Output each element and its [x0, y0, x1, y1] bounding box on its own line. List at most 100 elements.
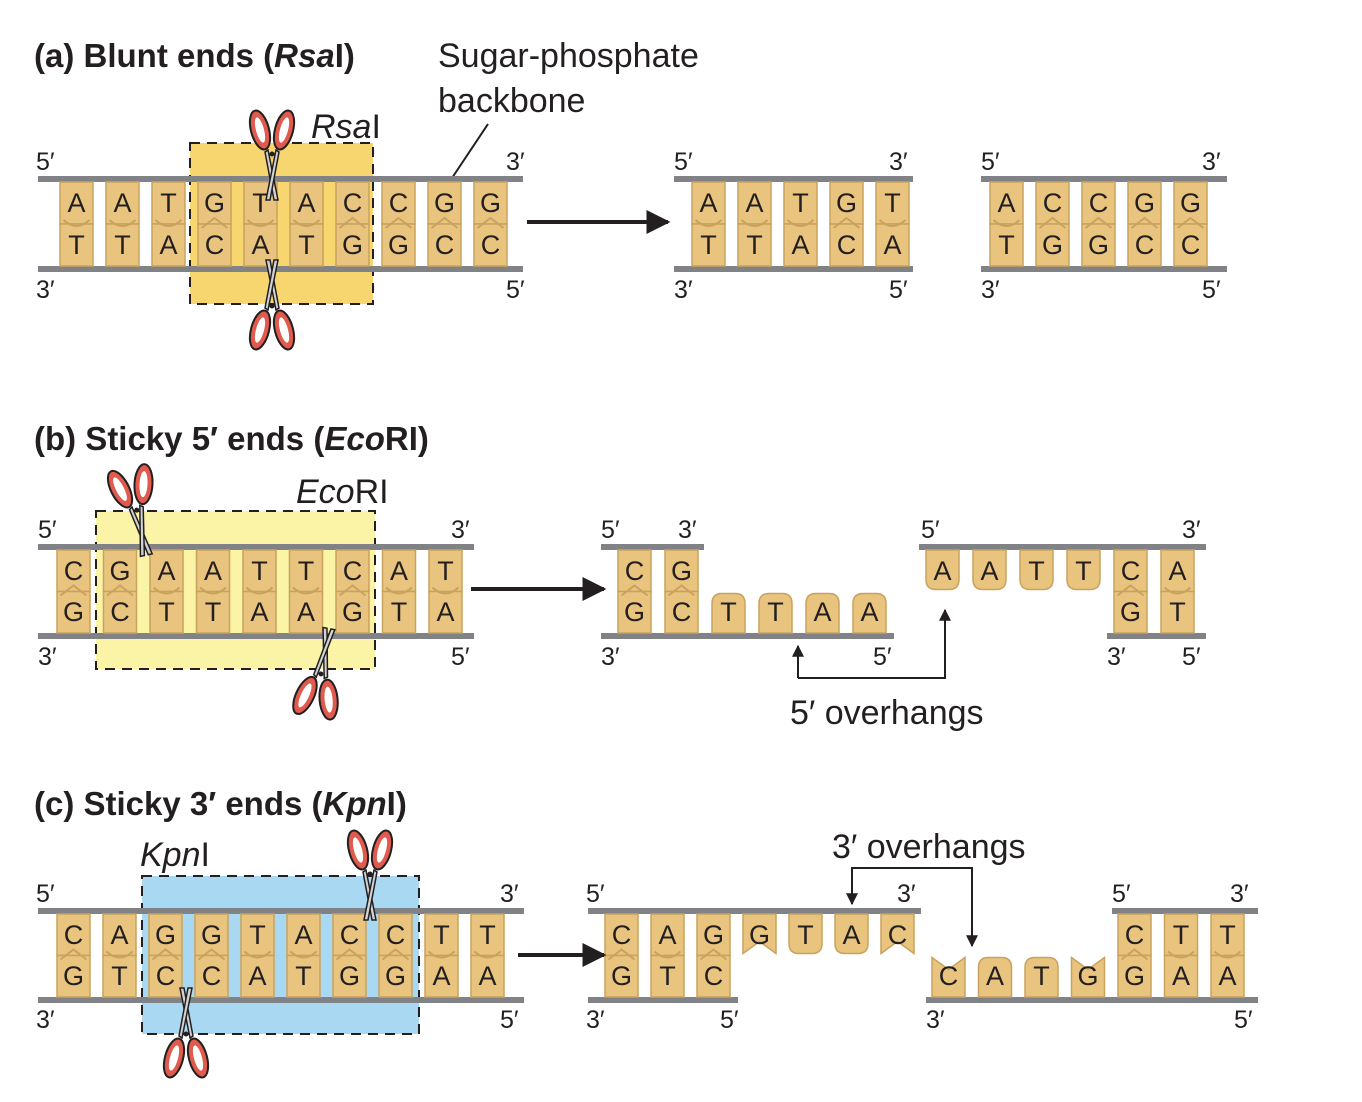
base-letter: G	[480, 188, 501, 218]
end-label-3: 3′	[601, 643, 620, 671]
pair-divider	[1163, 586, 1192, 595]
base-letter: A	[997, 188, 1015, 218]
ecori-enzyme-label: EcoRI	[296, 473, 389, 511]
end-label-5: 5′	[921, 516, 940, 544]
base-letter: T	[437, 556, 454, 586]
three-prime-overhangs-label: 3′ overhangs	[832, 828, 1026, 866]
base-letter: T	[433, 920, 450, 950]
base-letter: G	[109, 556, 130, 586]
pair-divider	[292, 219, 321, 227]
base-letter: G	[1134, 188, 1155, 218]
base-letter: C	[837, 230, 857, 260]
base-letter: A	[745, 188, 763, 218]
end-label-5: 5′	[36, 148, 55, 176]
pair-divider	[1130, 216, 1159, 229]
overhang-pointer-right	[820, 608, 951, 679]
base-letter: T	[160, 188, 177, 218]
base-letter: C	[64, 920, 84, 950]
end-label-5: 5′	[451, 643, 470, 671]
bottom-backbone	[1107, 633, 1206, 639]
base-letter: G	[434, 188, 455, 218]
base-letter: T	[298, 556, 315, 586]
rsai-enzyme-label: RsaI	[311, 108, 381, 146]
base-letter: G	[1077, 961, 1098, 991]
base-block	[194, 954, 229, 998]
pair-divider	[476, 216, 505, 229]
end-label-5: 5′	[1202, 276, 1221, 304]
pair-divider	[338, 216, 367, 229]
base-letter: C	[110, 597, 130, 627]
base-letter: C	[1043, 188, 1063, 218]
base-letter: T	[295, 961, 312, 991]
base-letter: A	[297, 597, 315, 627]
base-letter: A	[791, 230, 809, 260]
base-letter: C	[435, 230, 455, 260]
pair-divider	[1120, 948, 1149, 961]
pair-divider	[62, 219, 91, 227]
base-letter: C	[939, 961, 959, 991]
end-label-5: 5′	[38, 516, 57, 544]
base-letter: G	[749, 920, 770, 950]
bottom-backbone	[926, 997, 1258, 1003]
kpni-enzyme-label: KpnI	[140, 836, 210, 874]
pair-divider	[151, 948, 180, 961]
base-letter: T	[114, 230, 131, 260]
pair-divider	[427, 950, 456, 959]
base-letter: T	[720, 597, 737, 627]
pair-divider	[105, 950, 134, 959]
overhang-pointer-left-c	[846, 867, 890, 906]
pair-divider	[1167, 950, 1195, 959]
base-letter: T	[111, 961, 128, 991]
end-label-5: 5′	[506, 276, 525, 304]
base-letter: G	[342, 230, 363, 260]
base-letter: C	[1121, 556, 1141, 586]
ecori-recognition-site-highlight	[95, 510, 376, 670]
base-block	[1066, 549, 1101, 591]
pair-divider	[384, 216, 413, 229]
base-letter: T	[792, 188, 809, 218]
base-block	[696, 954, 731, 998]
base-letter: A	[297, 188, 315, 218]
base-block	[711, 592, 746, 634]
base-letter: G	[1180, 188, 1201, 218]
base-block	[805, 592, 840, 634]
end-label-3: 3′	[889, 148, 908, 176]
base-letter: G	[1120, 597, 1141, 627]
base-block	[852, 592, 887, 634]
base-block	[931, 956, 966, 998]
end-label-3: 3′	[36, 1006, 55, 1034]
base-letter: A	[842, 920, 860, 950]
bottom-backbone	[674, 266, 913, 272]
base-letter: C	[340, 920, 360, 950]
base-letter: C	[612, 920, 632, 950]
base-block	[1081, 223, 1116, 267]
base-letter: A	[883, 230, 901, 260]
pair-divider	[740, 219, 769, 227]
pair-divider	[653, 950, 682, 959]
top-backbone	[38, 908, 524, 914]
end-label-3: 3′	[500, 880, 519, 908]
base-block	[427, 223, 462, 267]
base-letter: T	[298, 230, 315, 260]
base-letter: G	[703, 920, 724, 950]
base-letter: T	[68, 230, 85, 260]
base-letter: A	[1218, 961, 1236, 991]
end-label-5: 5′	[720, 1006, 739, 1034]
base-letter: A	[1172, 961, 1190, 991]
base-letter: A	[860, 597, 878, 627]
pair-divider	[878, 219, 907, 227]
end-label-5: 5′	[873, 643, 892, 671]
pair-divider	[431, 586, 460, 595]
base-block	[1024, 956, 1059, 998]
base-letter: A	[248, 961, 266, 991]
top-backbone	[38, 176, 523, 182]
base-block	[1127, 223, 1162, 267]
pair-divider	[381, 948, 410, 961]
top-backbone	[919, 544, 1206, 550]
base-letter: C	[888, 920, 908, 950]
